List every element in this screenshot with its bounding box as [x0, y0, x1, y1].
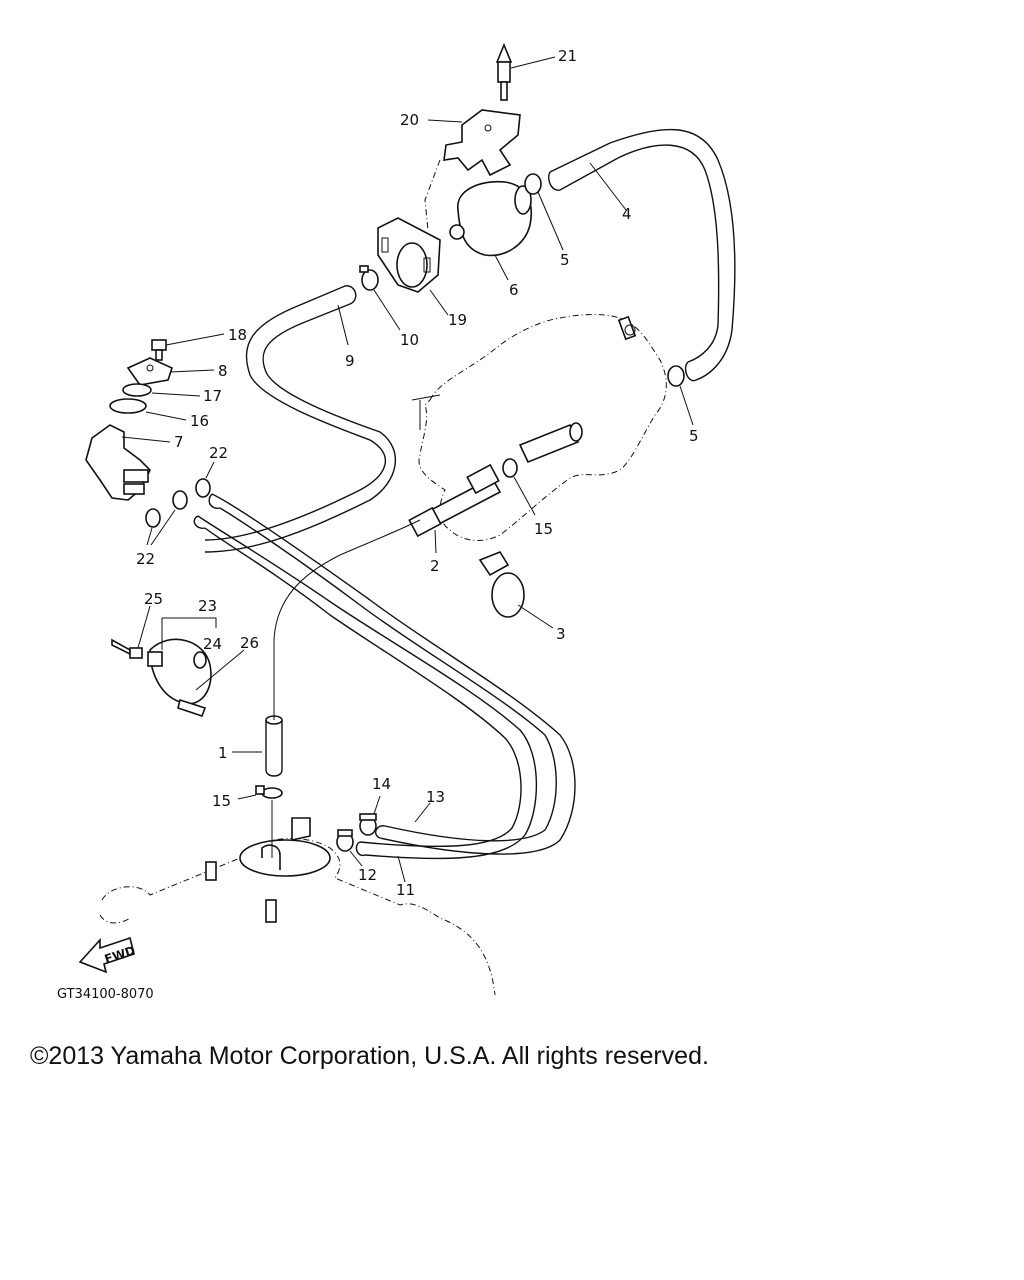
- part-18-screw: [151, 333, 225, 361]
- callout-8: 8: [218, 362, 228, 380]
- part-1-fuel-hose: [232, 519, 421, 777]
- part-5-hose-clamp-upper: [524, 173, 564, 251]
- part-14-hose-clamp: [359, 795, 381, 836]
- part-13-return-hose: [208, 493, 576, 855]
- part-2-pipe: [408, 422, 583, 554]
- part-17-washer: [122, 383, 201, 397]
- callout-15-lower: 15: [212, 792, 231, 810]
- callout-24: 24: [203, 635, 222, 653]
- callout-19: 19: [448, 311, 467, 329]
- engine-body-outline: [411, 314, 667, 541]
- part-25-rivet: [111, 605, 151, 659]
- part-20-bracket: [424, 109, 521, 231]
- part-9-fuel-hose: [204, 285, 397, 553]
- callout-21: 21: [558, 47, 577, 65]
- part-12-hose-clamp: [336, 829, 363, 867]
- part-11-feed-hose: [193, 515, 538, 883]
- part-16-o-ring: [109, 398, 187, 421]
- copyright-notice: ©2013 Yamaha Motor Corporation, U.S.A. A…: [30, 1042, 709, 1070]
- callout-26: 26: [240, 634, 259, 652]
- callout-11: 11: [396, 881, 415, 899]
- part-6-fuel-filter: [449, 180, 532, 281]
- callout-9: 9: [345, 352, 355, 370]
- part-22-hose-clamp-b: [145, 490, 188, 546]
- callout-22-b: 22: [136, 550, 155, 568]
- part-7-fuel-cock: [85, 424, 171, 501]
- callout-5-upper: 5: [560, 251, 570, 269]
- callout-22-a: 22: [209, 444, 228, 462]
- callout-20: 20: [400, 111, 419, 129]
- part-10-hose-clamp: [359, 265, 401, 331]
- callout-14: 14: [372, 775, 391, 793]
- fuel-system-exploded-diagram: FWD 21 20 4 5 6 19 10 18 9 8 17 16 5 7 2…: [78, 42, 736, 996]
- part-26-band: [195, 649, 245, 691]
- part-24-washer: [193, 651, 207, 669]
- callout-4: 4: [622, 205, 632, 223]
- fuel-tank-outline: [99, 800, 496, 996]
- callout-1: 1: [218, 744, 228, 762]
- callout-15-upper: 15: [534, 520, 553, 538]
- callout-12: 12: [358, 866, 377, 884]
- callout-6: 6: [509, 281, 519, 299]
- callout-18: 18: [228, 326, 247, 344]
- callout-labels: 21 20 4 5 6 19 10 18 9 8 17 16 5 7 22 15…: [136, 47, 699, 899]
- callout-2: 2: [430, 557, 440, 575]
- callout-10: 10: [400, 331, 419, 349]
- part-15-hose-clamp-lower: [237, 785, 283, 800]
- callout-17: 17: [203, 387, 222, 405]
- part-8-cap: [126, 357, 215, 386]
- callout-23: 23: [198, 597, 217, 615]
- part-4-fuel-hose: [548, 128, 736, 382]
- callout-25: 25: [144, 590, 163, 608]
- part-23-clamp-assembly: [147, 617, 217, 718]
- diagram-reference-code: GT34100-8070: [57, 987, 154, 1002]
- callout-13: 13: [426, 788, 445, 806]
- callout-7: 7: [174, 433, 184, 451]
- callout-3: 3: [556, 625, 566, 643]
- part-19-filter-holder: [377, 217, 449, 316]
- part-15-hose-clamp-upper: [502, 458, 536, 516]
- callout-5-lower: 5: [689, 427, 699, 445]
- part-22-hose-clamp-a: [195, 461, 215, 498]
- part-5-hose-clamp-lower: [667, 365, 694, 426]
- callout-16: 16: [190, 412, 209, 430]
- part-3-band: [478, 551, 554, 629]
- forward-direction-arrow: FWD: [78, 936, 137, 974]
- part-21-bolt: [495, 42, 556, 101]
